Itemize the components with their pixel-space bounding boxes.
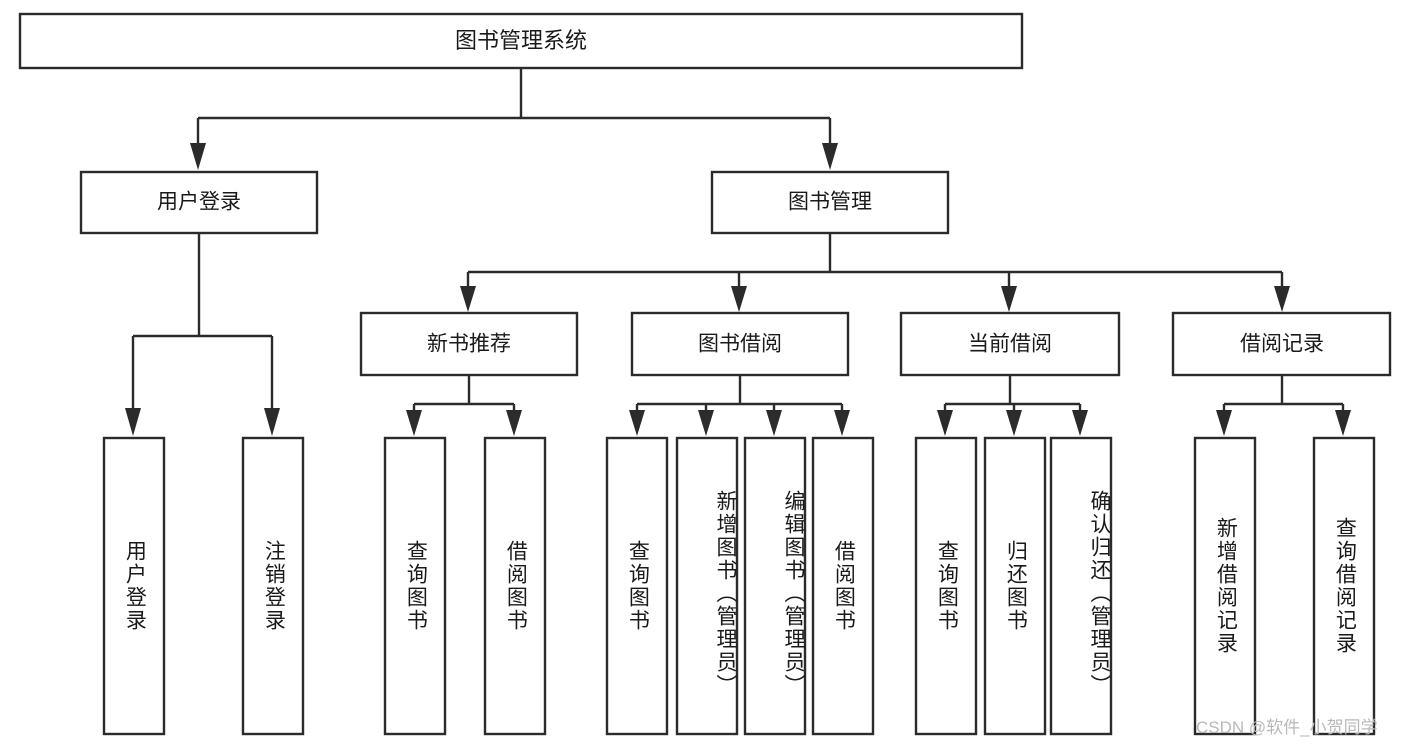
node-borrow-record[interactable]: 借阅记录 bbox=[1171, 311, 1392, 377]
csdn-watermark: CSDN @软件_小贺同学 bbox=[1196, 718, 1378, 737]
leaf-box-book-borrow-0[interactable] bbox=[605, 436, 669, 736]
leaf-box-book-borrow-2[interactable] bbox=[743, 436, 807, 736]
book-management-label: 图书管理 bbox=[788, 191, 872, 214]
leaf-box-borrow-record-0[interactable] bbox=[1193, 436, 1257, 736]
root-label: 图书管理系统 bbox=[455, 28, 587, 53]
leaf-box-new-book-0[interactable] bbox=[383, 436, 447, 736]
arrow-to-user-login bbox=[190, 143, 206, 170]
leaf-box-new-book-1[interactable] bbox=[483, 436, 547, 736]
current-borrow-label: 当前借阅 bbox=[968, 333, 1052, 356]
leaf-box-book-borrow-3[interactable] bbox=[811, 436, 875, 736]
connector-book-mgmt-children bbox=[460, 233, 1290, 312]
leaf-box-user-login-1[interactable] bbox=[241, 436, 305, 736]
connector-current-borrow-leaves bbox=[937, 375, 1088, 436]
leaf-box-book-borrow-1[interactable] bbox=[675, 436, 739, 736]
connector-new-book-recommend-leaves bbox=[406, 375, 522, 436]
leaf-box-borrow-record-1[interactable] bbox=[1312, 436, 1376, 736]
arrow-to-book-mgmt bbox=[822, 143, 838, 170]
leaf-box-current-borrow-1[interactable] bbox=[983, 436, 1047, 736]
node-book-borrow[interactable]: 图书借阅 bbox=[630, 311, 850, 377]
connector-user-login-leaves bbox=[125, 233, 280, 436]
connector-borrow-record-leaves bbox=[1216, 375, 1351, 436]
node-new-book-recommend[interactable]: 新书推荐 bbox=[359, 311, 579, 377]
node-root[interactable]: 图书管理系统 bbox=[18, 12, 1024, 70]
connector-book-borrow-leaves bbox=[629, 375, 850, 436]
connector-root-branch bbox=[190, 68, 838, 170]
leaf-box-current-borrow-0[interactable] bbox=[914, 436, 978, 736]
node-current-borrow[interactable]: 当前借阅 bbox=[899, 311, 1121, 377]
new-book-recommend-label: 新书推荐 bbox=[427, 333, 511, 356]
user-login-label: 用户登录 bbox=[157, 191, 241, 214]
current-borrow-box bbox=[899, 311, 1121, 377]
root-box bbox=[18, 12, 1024, 70]
node-book-management[interactable]: 图书管理 bbox=[710, 170, 950, 235]
user-login-box bbox=[79, 170, 319, 235]
leaf-box-user-login-0[interactable] bbox=[102, 436, 166, 736]
leaf-box-current-borrow-2[interactable] bbox=[1049, 436, 1113, 736]
new-book-recommend-box bbox=[359, 311, 579, 377]
borrow-record-label: 借阅记录 bbox=[1240, 333, 1324, 356]
book-borrow-label: 图书借阅 bbox=[698, 333, 782, 356]
node-user-login[interactable]: 用户登录 bbox=[79, 170, 319, 235]
